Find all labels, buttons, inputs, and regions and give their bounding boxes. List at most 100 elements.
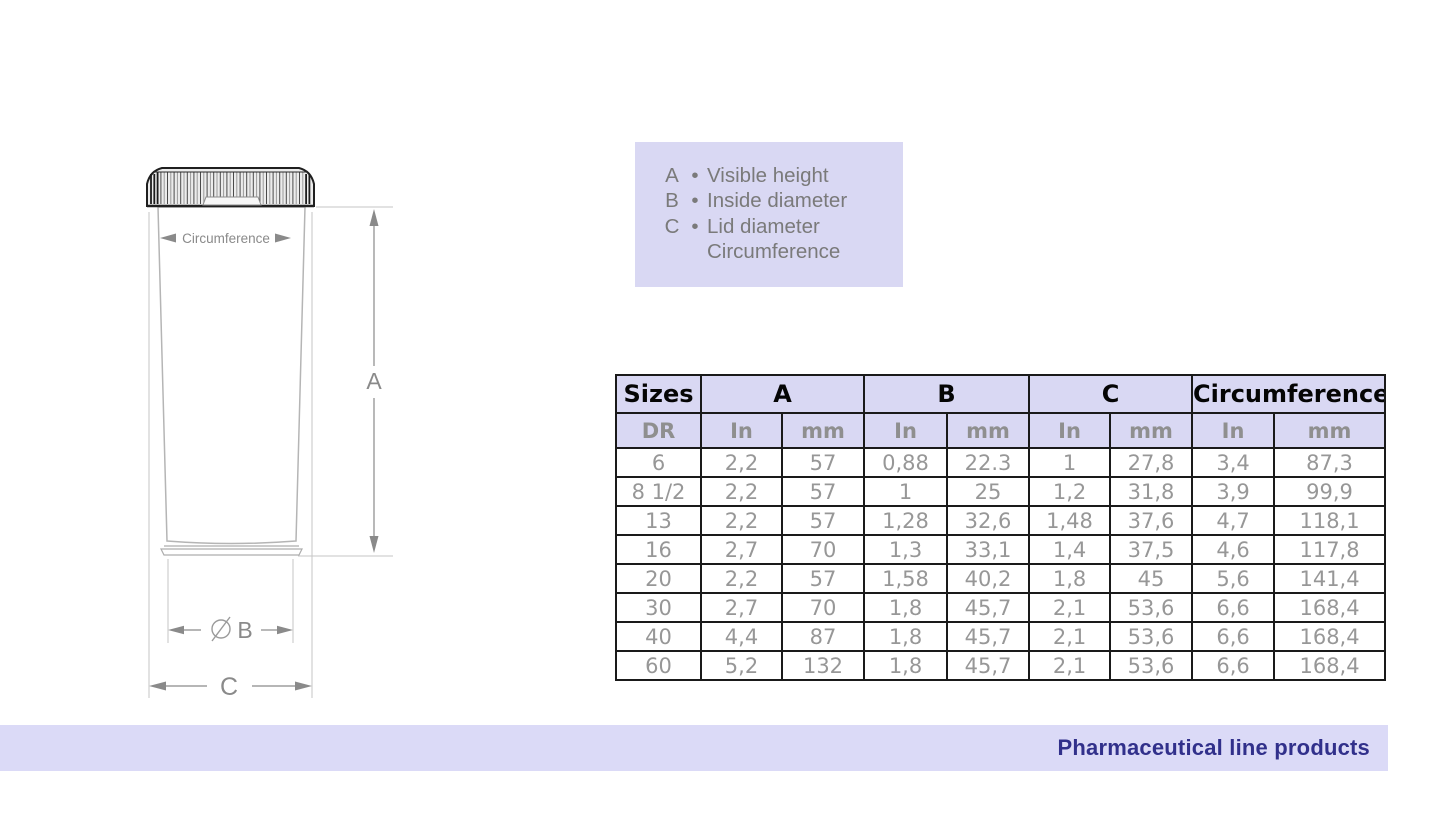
group-header-row: Sizes A B C Circumference bbox=[615, 374, 1387, 414]
subheader-a-in: In bbox=[700, 412, 783, 449]
cell: 57 bbox=[780, 505, 866, 536]
cell: 27,8 bbox=[1109, 447, 1194, 478]
legend-row-circumference: Circumference bbox=[661, 239, 903, 264]
cell: 25 bbox=[946, 476, 1031, 507]
arrow-right-icon bbox=[275, 233, 291, 243]
legend-row-b: B • Inside diameter bbox=[661, 188, 903, 213]
cell: 60 bbox=[615, 650, 702, 681]
cell: 45,7 bbox=[946, 592, 1031, 623]
cell: 53,6 bbox=[1109, 592, 1194, 623]
legend-key: B bbox=[665, 189, 679, 213]
footer-title: Pharmaceutical line products bbox=[1057, 735, 1370, 760]
circumference-dimension: Circumference bbox=[160, 231, 291, 246]
cell: 1,2 bbox=[1028, 476, 1112, 507]
cell: 87 bbox=[780, 621, 866, 652]
cell: 2,2 bbox=[700, 447, 783, 478]
cell: 4,4 bbox=[700, 621, 783, 652]
dimension-c: C bbox=[149, 673, 312, 701]
legend-row-c: C • Lid diameter bbox=[661, 214, 903, 239]
cell: 45,7 bbox=[946, 621, 1031, 652]
cell: 2,2 bbox=[700, 476, 783, 507]
vial-technical-drawing: Circumference A B C bbox=[146, 167, 393, 701]
cell: 5,6 bbox=[1191, 563, 1276, 594]
cell: 3,9 bbox=[1191, 476, 1276, 507]
header-c: C bbox=[1028, 374, 1194, 414]
cell: 1,8 bbox=[1028, 563, 1112, 594]
cell: 132 bbox=[780, 650, 866, 681]
cell: 37,5 bbox=[1109, 534, 1194, 565]
cell: 168,4 bbox=[1273, 650, 1387, 681]
cell: 1,8 bbox=[863, 621, 949, 652]
dim-a-label: A bbox=[366, 368, 382, 394]
cell: 1,8 bbox=[863, 650, 949, 681]
arrow-down-icon bbox=[369, 536, 379, 553]
cap-notch bbox=[202, 196, 262, 206]
arrow-up-icon bbox=[369, 209, 379, 226]
table-row: 13 2,2 57 1,28 32,6 1,48 37,6 4,7 118,1 bbox=[615, 505, 1387, 536]
cell: 0,88 bbox=[863, 447, 949, 478]
table-row: 6 2,2 57 0,88 22.3 1 27,8 3,4 87,3 bbox=[615, 447, 1387, 478]
table-row: 60 5,2 132 1,8 45,7 2,1 53,6 6,6 168,4 bbox=[615, 650, 1387, 681]
dim-c-label: C bbox=[220, 673, 238, 701]
diameter-symbol-icon bbox=[211, 616, 231, 642]
subheader-c-mm: mm bbox=[1109, 412, 1194, 449]
legend-key bbox=[661, 239, 683, 264]
cell: 53,6 bbox=[1109, 650, 1194, 681]
circumference-dim-label: Circumference bbox=[182, 231, 270, 246]
bullet-icon: • bbox=[691, 189, 699, 213]
cell: 118,1 bbox=[1273, 505, 1387, 536]
legend-label: Visible height bbox=[707, 164, 829, 187]
table-row: 16 2,7 70 1,3 33,1 1,4 37,5 4,6 117,8 bbox=[615, 534, 1387, 565]
cell: 2,1 bbox=[1028, 592, 1112, 623]
cell: 40,2 bbox=[946, 563, 1031, 594]
arrow-left-icon bbox=[160, 233, 176, 243]
dimension-b: B bbox=[168, 616, 293, 643]
cell: 99,9 bbox=[1273, 476, 1387, 507]
cell: 4,7 bbox=[1191, 505, 1276, 536]
cell: 1 bbox=[863, 476, 949, 507]
extension-lines bbox=[148, 206, 393, 698]
cell: 70 bbox=[780, 534, 866, 565]
cell: 6,6 bbox=[1191, 650, 1276, 681]
cell: 87,3 bbox=[1273, 447, 1387, 478]
vial-body bbox=[157, 206, 306, 545]
table-row: 20 2,2 57 1,58 40,2 1,8 45 5,6 141,4 bbox=[615, 563, 1387, 594]
cell: 37,6 bbox=[1109, 505, 1194, 536]
subheader-a-mm: mm bbox=[780, 412, 866, 449]
cell: 45 bbox=[1109, 563, 1194, 594]
legend-label: Inside diameter bbox=[707, 189, 848, 213]
cell: 2,2 bbox=[700, 505, 783, 536]
sub-header-row: DR In mm In mm In mm In mm bbox=[615, 412, 1387, 449]
legend-row-a: A • Visible height bbox=[661, 163, 903, 188]
legend-label: Lid diameter bbox=[707, 214, 820, 238]
legend-key: C bbox=[664, 214, 680, 238]
subheader-dr: DR bbox=[615, 412, 702, 449]
bullet-icon: • bbox=[691, 214, 699, 238]
cell: 2,2 bbox=[700, 563, 783, 594]
header-b: B bbox=[863, 374, 1031, 414]
cell: 6,6 bbox=[1191, 592, 1276, 623]
arrow-left-icon bbox=[168, 625, 184, 635]
cell: 2,1 bbox=[1028, 650, 1112, 681]
cell: 1,58 bbox=[863, 563, 949, 594]
cell: 2,1 bbox=[1028, 621, 1112, 652]
cell: 117,8 bbox=[1273, 534, 1387, 565]
cell: 16 bbox=[615, 534, 702, 565]
subheader-c-in: In bbox=[1028, 412, 1112, 449]
vial-base bbox=[160, 545, 303, 556]
cell: 45,7 bbox=[946, 650, 1031, 681]
cell: 30 bbox=[615, 592, 702, 623]
cell: 168,4 bbox=[1273, 592, 1387, 623]
cell: 70 bbox=[780, 592, 866, 623]
cell: 33,1 bbox=[946, 534, 1031, 565]
cell: 1,28 bbox=[863, 505, 949, 536]
header-circumference: Circumference bbox=[1191, 374, 1387, 414]
bullet-icon bbox=[683, 239, 707, 264]
cap-ribs bbox=[150, 172, 311, 204]
table-row: 40 4,4 87 1,8 45,7 2,1 53,6 6,6 168,4 bbox=[615, 621, 1387, 652]
dim-b-label: B bbox=[237, 617, 252, 643]
table-row: 8 1/2 2,2 57 1 25 1,2 31,8 3,9 99,9 bbox=[615, 476, 1387, 507]
cell: 1,8 bbox=[863, 592, 949, 623]
header-sizes: Sizes bbox=[615, 374, 702, 414]
legend-key: A bbox=[665, 164, 679, 187]
